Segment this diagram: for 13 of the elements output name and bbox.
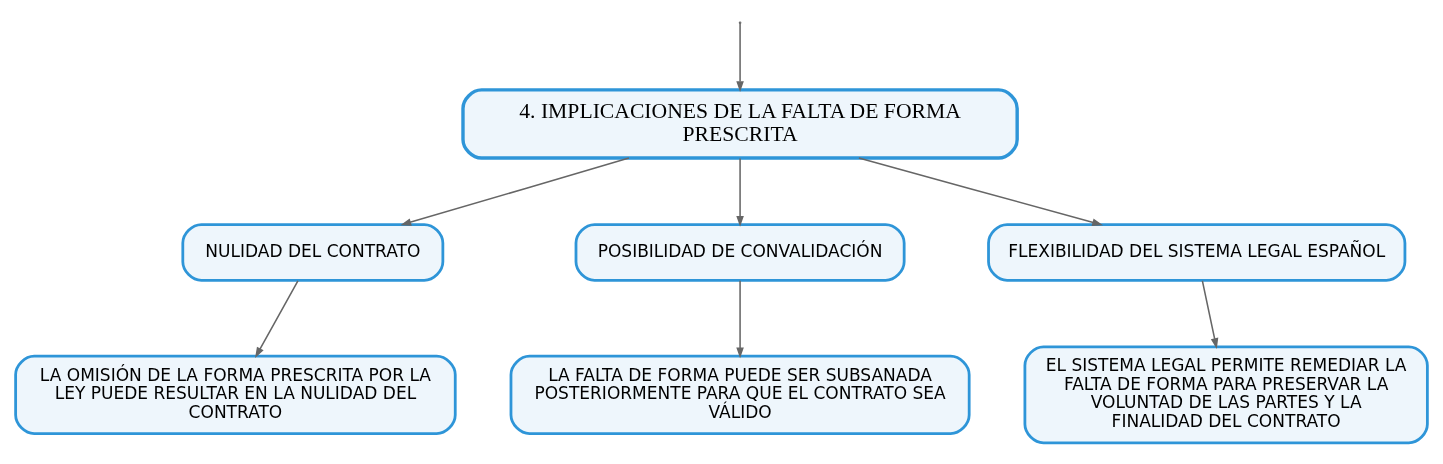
node-box: FLEXIBILIDAD DEL SISTEMA LEGAL ESPAÑOL: [987, 222, 1407, 282]
arrow: [858, 156, 1104, 226]
arrow: [255, 279, 299, 358]
arrow: [736, 157, 744, 227]
node-box: LA OMISIÓN DE LA FORMA PRESCRITA POR LA LEY PUEDE RESULTAR EN LA NULIDAD DEL CONTRATO: [14, 354, 457, 435]
arrow: [400, 156, 630, 226]
node-box: LA FALTA DE FORMA PUEDE SER SUBSANADA POSTERIORMENTE PARA QUE EL CONTRATO SEA VÁLIDO: [509, 354, 971, 435]
node-box: NULIDAD DEL CONTRATO: [181, 222, 445, 282]
node-box: POSIBILIDAD DE CONVALIDACIÓN: [574, 222, 906, 282]
node-box: EL SISTEMA LEGAL PERMITE REMEDIAR LA FALTA DE FORMA PARA PRESERVAR LA VOLUNTAD DE LAS PARTES Y LA FINALIDAD DEL CONTRATO: [1023, 344, 1429, 444]
arrow: [1201, 279, 1219, 349]
node-box: 4. IMPLICACIONES DE LA FALTA DE FORMA PRESCRITA: [461, 87, 1019, 160]
arrow: [736, 279, 744, 358]
